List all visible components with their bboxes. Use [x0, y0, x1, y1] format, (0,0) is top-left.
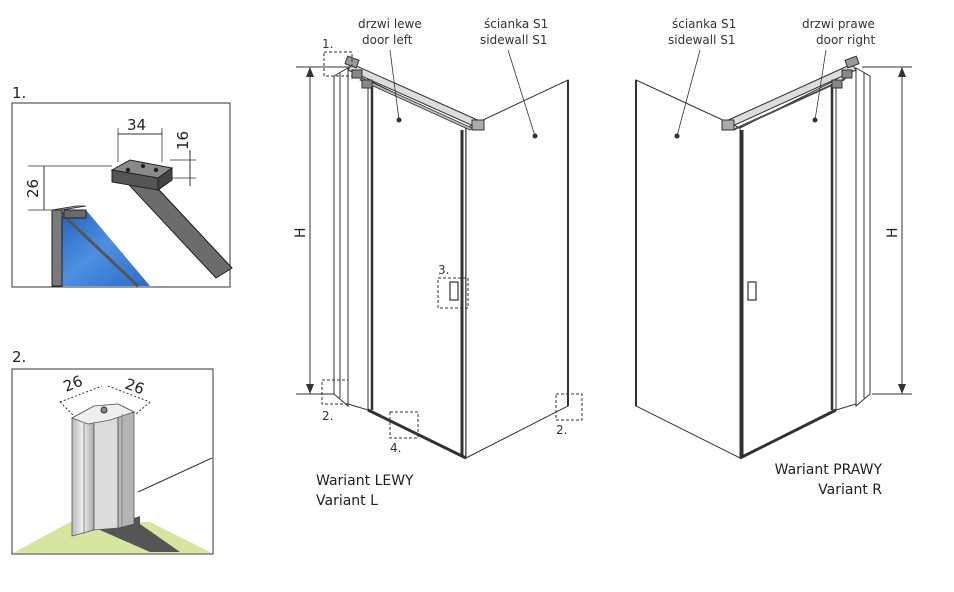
marker-2a-label: 2.: [322, 409, 333, 423]
sidewall-s1-right-panel: [635, 79, 741, 459]
dim-26-left: 26: [59, 372, 103, 417]
door-left-label-en: door left: [362, 33, 413, 47]
detail-panel-1: 1. 34: [11, 84, 233, 288]
caption-left-pl: Wariant LEWY: [316, 473, 414, 489]
detail-2-number: 2.: [12, 348, 26, 366]
door-right-label-pl: drzwi prawe: [802, 17, 875, 31]
detail-1-number: 1.: [12, 84, 26, 102]
dim-34-label: 34: [127, 116, 146, 134]
sidewall-left-label-pl: ścianka S1: [484, 17, 548, 31]
sidewall-right-label-en: sidewall S1: [668, 33, 736, 47]
top-bar-right: [721, 55, 860, 131]
height-label-right: H: [885, 227, 901, 238]
marker-2b-label: 2.: [556, 423, 567, 437]
marker-4-label: 4.: [390, 441, 401, 455]
dim-34: 34: [117, 116, 163, 162]
detail-panel-2: 2. 26 26: [11, 348, 214, 555]
marker-box-1: [323, 51, 353, 77]
caption-right-pl: Wariant PRAWY: [775, 462, 883, 478]
caption-left-en: Variant L: [316, 493, 378, 509]
door-left-panel: [367, 79, 467, 460]
height-dimension-left: H: [293, 66, 350, 395]
dim-26-label: 26: [24, 179, 42, 198]
dim-26-left-label: 26: [61, 372, 85, 396]
door-right-label-en: door right: [816, 33, 876, 47]
top-bar-profile: [110, 159, 233, 279]
dim-16-label: 16: [174, 131, 192, 150]
height-dimension-right: H: [862, 66, 912, 395]
marker-box-4: [389, 411, 419, 439]
marker-3-label: 3.: [438, 263, 449, 277]
door-left-label-pl: drzwi lewe: [358, 17, 422, 31]
caption-right-en: Variant R: [818, 482, 882, 498]
marker-box-2b: [555, 393, 583, 421]
height-label-left: H: [293, 227, 309, 238]
dim-16: 16: [170, 131, 196, 186]
dim-26-right-label: 26: [123, 375, 147, 398]
left-variant-drawing: H: [293, 17, 583, 509]
marker-1-label: 1.: [322, 37, 333, 51]
marker-box-2a: [321, 379, 349, 405]
marker-box-3: [437, 277, 469, 309]
dim-26-right: 26: [107, 375, 151, 415]
sidewall-s1-left-panel: [465, 79, 569, 459]
corner-profile: [71, 403, 136, 537]
glass-post: [51, 205, 150, 288]
sidewall-left-label-en: sidewall S1: [480, 33, 548, 47]
dim-26-vertical: 26: [24, 165, 112, 211]
right-variant-drawing: H ścianka S1 sidewall S1 drzwi prawe doo…: [635, 17, 912, 498]
sidewall-right-label-pl: ścianka S1: [672, 17, 736, 31]
door-right-panel: [739, 79, 837, 460]
